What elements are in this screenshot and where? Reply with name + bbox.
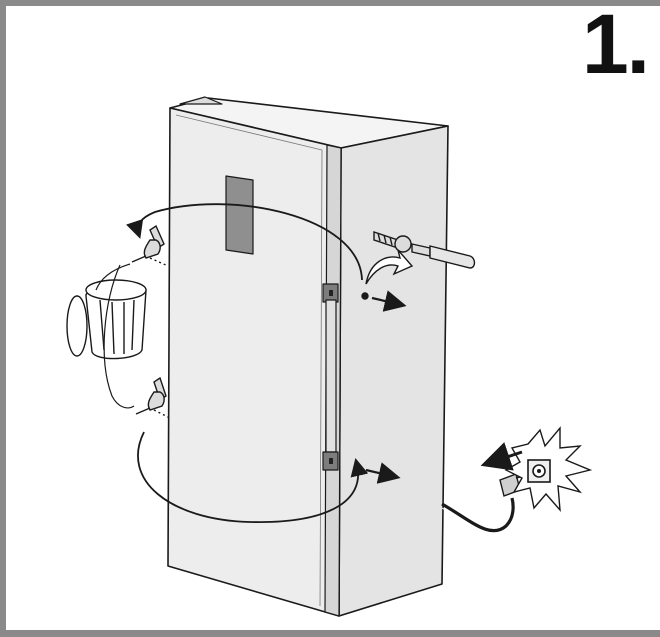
fridge-door [167,107,342,617]
handle-screws [354,290,407,484]
handle-relocation-arrows [126,203,369,523]
step-number: 1. [581,0,650,91]
refrigerator [167,96,449,617]
unplug-icon [441,426,593,536]
fridge-side [338,125,449,617]
display-panel [225,175,254,255]
screwdriver-icon [365,231,476,285]
door-handle [322,283,339,471]
screw-removal-icon [131,224,169,267]
screw-removal-icon [135,376,171,419]
trash-bin-icon [66,263,147,409]
